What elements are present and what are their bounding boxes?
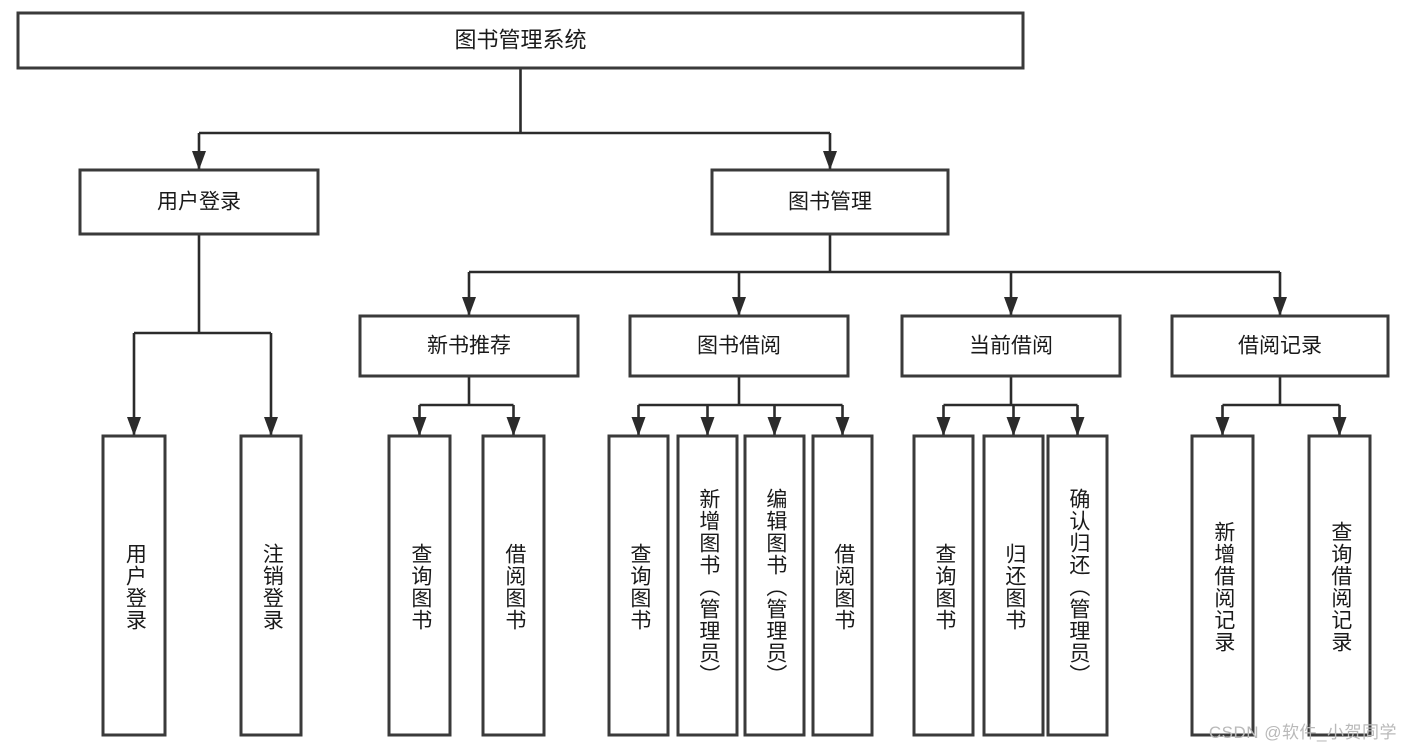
node-box-leaf-confirm-return-admin[interactable]: [1046, 434, 1109, 737]
conn-current-borrow-arrowhead-1: [1006, 417, 1021, 436]
conn-book-manage-arrowhead-1: [732, 297, 746, 316]
node-box-root[interactable]: [16, 11, 1025, 70]
conn-borrow-record-arrowhead-1: [1332, 417, 1347, 436]
conn-new-book-recommend-arrowhead-1: [506, 417, 521, 436]
node-box-leaf-add-borrow-record[interactable]: [1190, 434, 1255, 737]
node-box-book-manage[interactable]: [710, 168, 950, 236]
conn-borrow-record-arrowhead-0: [1215, 417, 1230, 436]
node-box-leaf-query-book-bb[interactable]: [607, 434, 670, 737]
node-label-book-borrow: 图书借阅: [697, 335, 781, 358]
node-label-current-borrow: 当前借阅: [969, 335, 1053, 358]
node-box-current-borrow[interactable]: [900, 314, 1122, 378]
node-box-leaf-user-logout[interactable]: [239, 434, 303, 737]
node-label-borrow-record: 借阅记录: [1238, 335, 1322, 358]
conn-book-manage-arrowhead-3: [1273, 297, 1287, 316]
node-box-leaf-return-book[interactable]: [982, 434, 1045, 737]
conn-current-borrow-arrowhead-0: [936, 417, 951, 436]
conn-book-manage-arrowhead-2: [1004, 297, 1018, 316]
node-box-leaf-query-borrow-record[interactable]: [1307, 434, 1372, 737]
node-label-book-manage: 图书管理: [788, 191, 872, 214]
conn-book-borrow-arrowhead-1: [700, 417, 715, 436]
node-box-leaf-query-book-cb[interactable]: [912, 434, 975, 737]
boxes-layer: [16, 11, 1390, 737]
node-box-leaf-borrow-book-rec[interactable]: [481, 434, 546, 737]
node-label-new-book-recommend: 新书推荐: [427, 335, 511, 358]
node-box-new-book-recommend[interactable]: [358, 314, 580, 378]
conn-book-borrow-arrowhead-2: [767, 417, 782, 436]
conn-new-book-recommend-arrowhead-0: [412, 417, 427, 436]
conn-root-arrowhead-0: [192, 151, 206, 170]
conn-book-borrow-arrowhead-0: [631, 417, 646, 436]
node-box-leaf-user-login[interactable]: [101, 434, 167, 737]
node-label-root: 图书管理系统: [454, 27, 586, 52]
connectors-layer: [127, 68, 1347, 436]
conn-book-manage-arrowhead-0: [462, 297, 476, 316]
node-box-leaf-add-book-admin[interactable]: [676, 434, 739, 737]
conn-root-arrowhead-1: [823, 151, 837, 170]
node-box-leaf-query-book-rec[interactable]: [387, 434, 452, 737]
conn-user-login-arrowhead-1: [264, 417, 278, 436]
node-box-borrow-record[interactable]: [1170, 314, 1390, 378]
node-box-leaf-borrow-book-bb[interactable]: [811, 434, 874, 737]
conn-book-borrow-arrowhead-3: [835, 417, 850, 436]
conn-user-login-arrowhead-0: [127, 417, 141, 436]
conn-current-borrow-arrowhead-2: [1070, 417, 1085, 436]
node-box-user-login[interactable]: [78, 168, 320, 236]
node-box-leaf-edit-book-admin[interactable]: [743, 434, 806, 737]
node-box-book-borrow[interactable]: [628, 314, 850, 378]
node-label-user-login: 用户登录: [157, 191, 241, 214]
